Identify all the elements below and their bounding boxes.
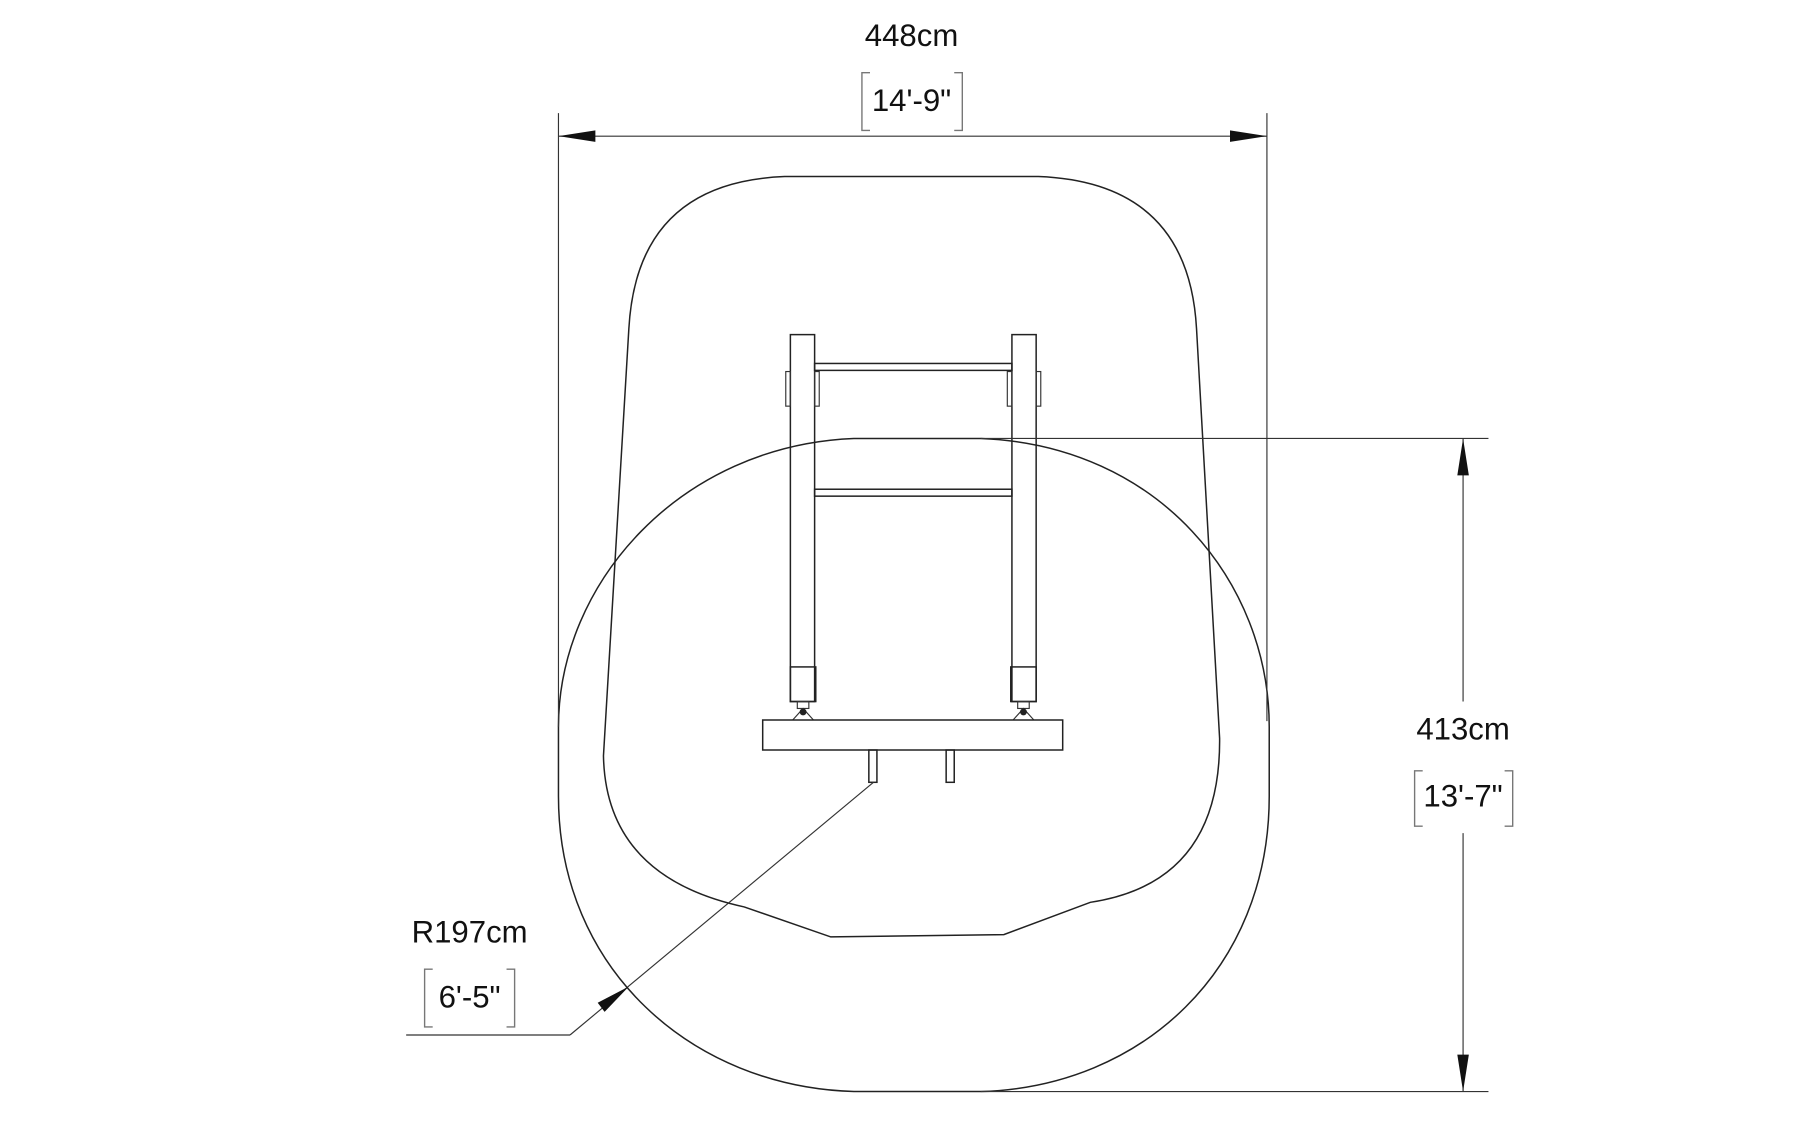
use-zone-outline [602,175,1221,938]
width-dimension: 448cm 14'-9" [557,18,1268,727]
width-metric-label: 448cm [865,18,958,53]
swing-zone-outline [557,437,1270,1093]
width-imperial-label: 14'-9" [872,83,951,118]
radius-imperial-label: 6'-5" [439,979,501,1014]
height-metric-label: 413cm [1416,712,1509,747]
swing-frame [761,333,1064,784]
radius-metric-label: R197cm [412,915,528,950]
height-imperial-label: 13'-7" [1423,779,1502,814]
height-dimension: 413cm 13'-7" [980,437,1514,1093]
radius-dimension: R197cm 6'-5" [406,781,874,1036]
